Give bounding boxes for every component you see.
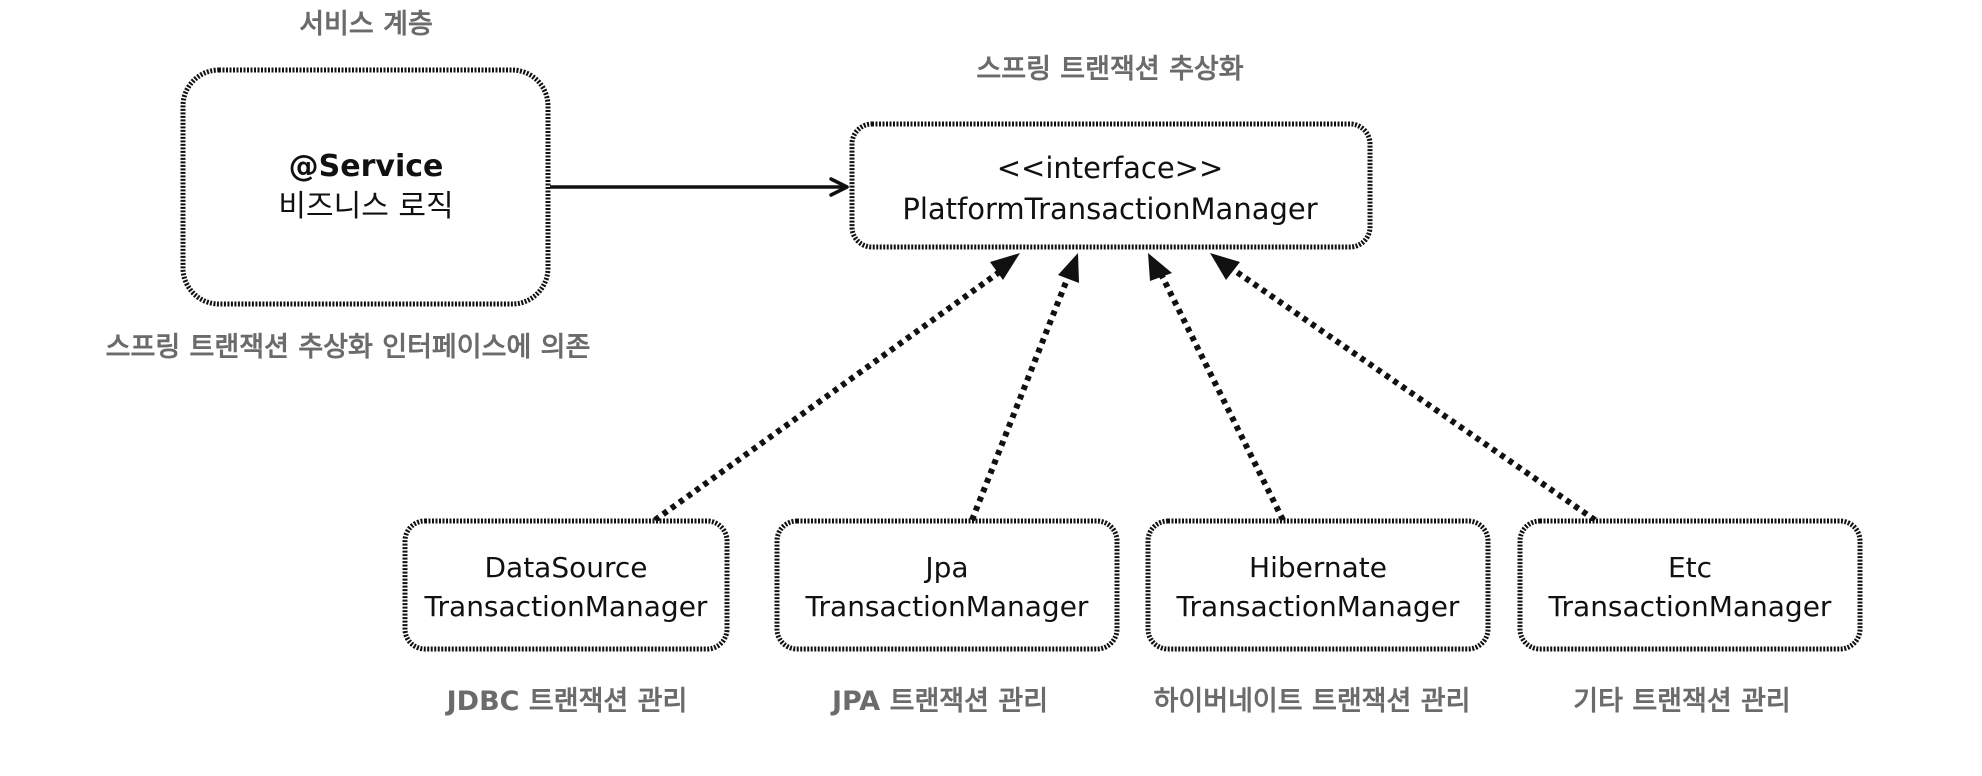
implementation-arrow-datasource (653, 253, 1020, 523)
realization-arrowhead (990, 253, 1020, 280)
hibernate-transaction-manager-box: Hibernate TransactionManager (1145, 518, 1491, 652)
realization-arrowhead (1210, 253, 1240, 280)
implementation-box-border (1517, 518, 1863, 652)
hibernate-caption: 하이버네이트 트랜잭션 관리 (1154, 686, 1471, 717)
service-annotation-label: @Service (289, 149, 444, 184)
jdbc-caption: JDBC 트랜잭션 관리 (445, 686, 688, 717)
realization-arrowhead (1148, 253, 1172, 281)
implementation-box-border (1145, 518, 1491, 652)
implementation-name-label: Jpa (923, 551, 968, 584)
service-box: @Service 비즈니스 로직 (180, 67, 551, 307)
realization-line (653, 265, 1007, 523)
platform-transaction-manager-label: PlatformTransactionManager (902, 192, 1317, 226)
etc-transaction-manager-box: Etc TransactionManager (1517, 518, 1863, 652)
datasource-transaction-manager-box: DataSource TransactionManager (402, 518, 730, 652)
implementation-type-label: TransactionManager (1548, 590, 1832, 623)
implementation-box-border (774, 518, 1120, 652)
implementation-type-label: TransactionManager (424, 590, 708, 623)
implementation-type-label: TransactionManager (1176, 590, 1460, 623)
jpa-transaction-manager-box: Jpa TransactionManager (774, 518, 1120, 652)
implementation-name-label: Hibernate (1249, 551, 1387, 584)
service-box-border (180, 67, 551, 307)
realization-line (1157, 270, 1286, 522)
implementation-box-border (402, 518, 730, 652)
implementation-name-label: DataSource (484, 551, 647, 584)
realization-line (969, 270, 1073, 522)
service-layer-heading: 서비스 계층 (299, 9, 433, 40)
etc-caption: 기타 트랜잭션 관리 (1573, 686, 1791, 717)
service-layer-caption: 스프링 트랜잭션 추상화 인터페이스에 의존 (106, 332, 591, 363)
realization-arrowhead (1058, 253, 1079, 283)
implementation-arrow-jpa (969, 253, 1079, 522)
implementation-name-label: Etc (1668, 551, 1712, 584)
implementation-type-label: TransactionManager (805, 590, 1089, 623)
interface-stereotype-label: <<interface>> (997, 151, 1224, 185)
business-logic-label: 비즈니스 로직 (278, 189, 453, 224)
jpa-caption: JPA 트랜잭션 관리 (830, 686, 1048, 717)
interface-box-border (849, 121, 1373, 250)
interface-box: <<interface>> PlatformTransactionManager (849, 121, 1373, 250)
implementation-arrow-hibernate (1148, 253, 1286, 522)
realization-line (1226, 263, 1597, 523)
implementation-arrow-etc (1210, 253, 1597, 523)
abstraction-heading: 스프링 트랜잭션 추상화 (976, 54, 1243, 85)
